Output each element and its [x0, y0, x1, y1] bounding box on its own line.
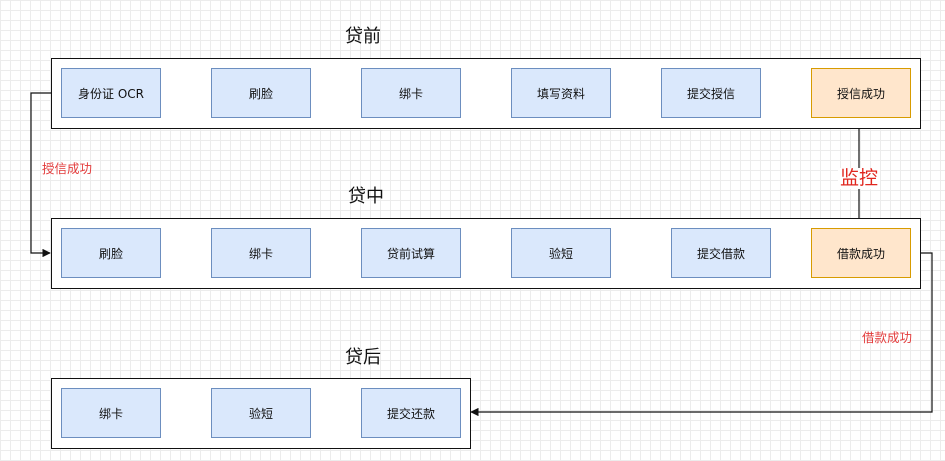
phase-box-pre-loan [51, 58, 921, 129]
node-post-submit-repay[interactable]: 提交还款 [361, 388, 461, 438]
node-in-loan-trial[interactable]: 贷前试算 [361, 228, 461, 278]
node-pre-bind-card[interactable]: 绑卡 [361, 68, 461, 118]
node-post-sms-verify[interactable]: 验短 [211, 388, 311, 438]
node-in-face[interactable]: 刷脸 [61, 228, 161, 278]
node-in-sms-verify[interactable]: 验短 [511, 228, 611, 278]
node-post-bind-card[interactable]: 绑卡 [61, 388, 161, 438]
phase-title-pre-loan: 贷前 [345, 26, 381, 47]
edge-label-credit-success: 授信成功 [42, 161, 93, 176]
edge-label-monitor: 监控 [838, 167, 881, 189]
node-in-bind-card[interactable]: 绑卡 [211, 228, 311, 278]
phase-box-in-loan [51, 218, 921, 289]
edge-loan-success [470, 252, 933, 417]
node-pre-face[interactable]: 刷脸 [211, 68, 311, 118]
node-pre-fill-info[interactable]: 填写资料 [511, 68, 611, 118]
edge-label-loan-success: 借款成功 [862, 330, 913, 345]
node-in-submit-loan[interactable]: 提交借款 [671, 228, 771, 278]
node-pre-submit-credit[interactable]: 提交授信 [661, 68, 761, 118]
phase-title-in-loan: 贷中 [348, 186, 384, 207]
node-pre-credit-success[interactable]: 授信成功 [811, 68, 911, 118]
node-pre-id-ocr[interactable]: 身份证 OCR [61, 68, 161, 118]
edge-credit-success [30, 92, 51, 258]
phase-title-post-loan: 贷后 [345, 347, 381, 368]
node-in-loan-success[interactable]: 借款成功 [811, 228, 911, 278]
